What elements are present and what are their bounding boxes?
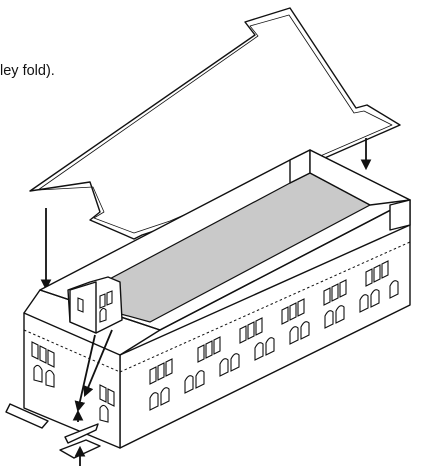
tab-left	[5, 403, 49, 429]
roof-arrows	[40, 138, 372, 291]
fold-tab-pieces	[5, 403, 101, 466]
building-model	[23, 149, 411, 449]
caption-text: ley fold).	[0, 63, 55, 79]
tower-arrow-2	[83, 329, 113, 397]
arched-windows	[149, 280, 399, 411]
upper-windows	[149, 260, 389, 385]
corner-tower-piece	[67, 276, 123, 334]
tower-arrow	[74, 334, 96, 413]
left-facade-windows	[31, 341, 115, 423]
tab-mid	[64, 423, 99, 444]
left-facade	[23, 312, 121, 449]
